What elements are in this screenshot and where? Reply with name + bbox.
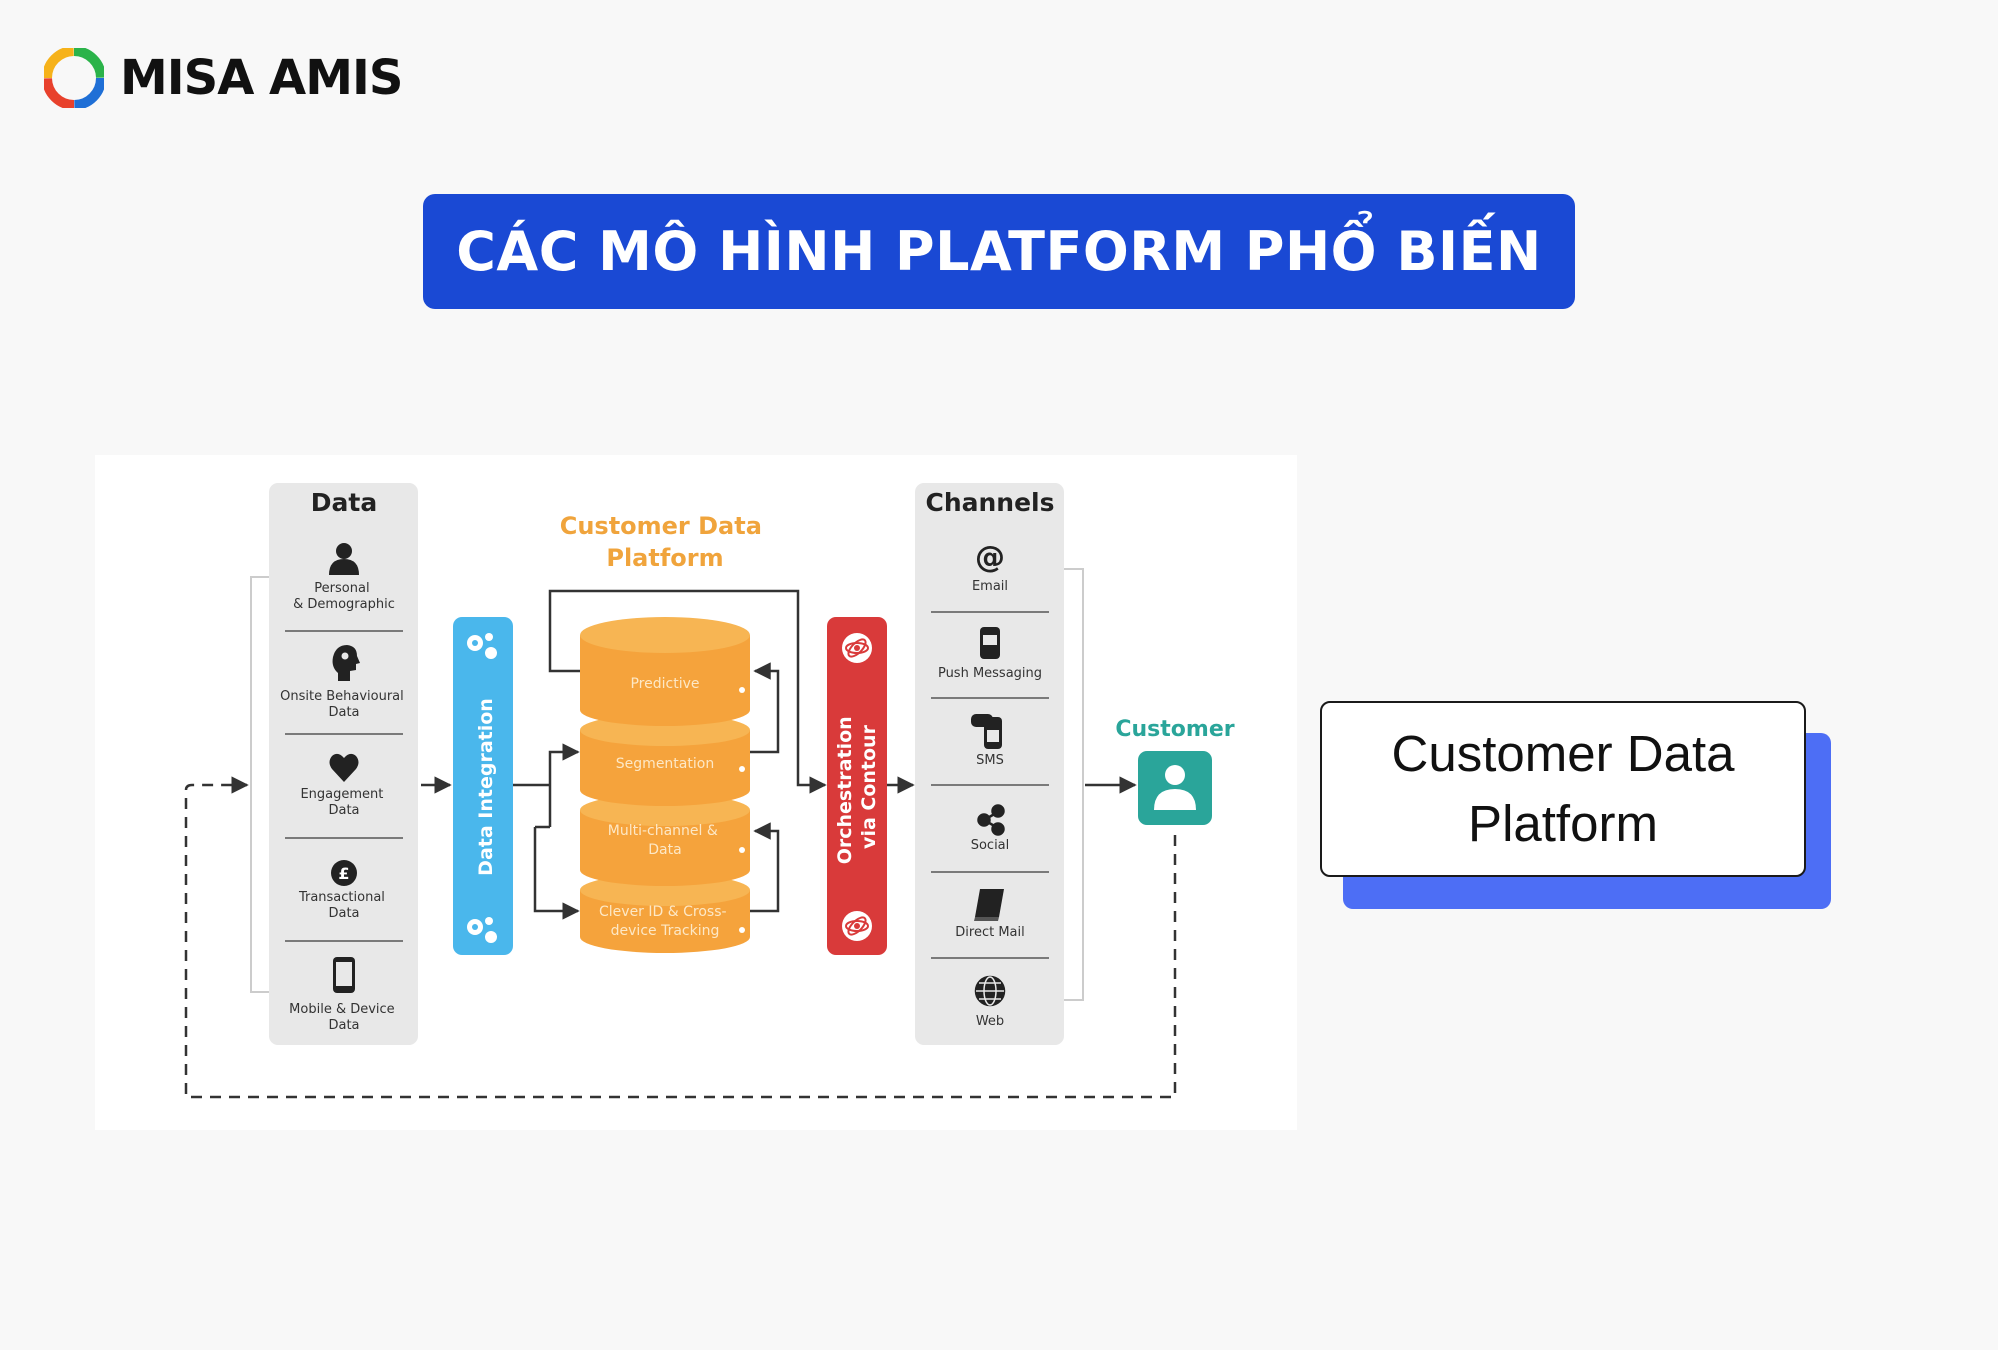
logo: MISA AMIS bbox=[44, 48, 403, 108]
phone-notification-icon bbox=[980, 627, 1000, 659]
data-integration-bar bbox=[453, 617, 513, 955]
channels-bracket bbox=[1064, 568, 1084, 1001]
arrow-feedback-predictive bbox=[750, 662, 780, 754]
arrow-to-clever-id bbox=[533, 827, 580, 920]
channels-dividers bbox=[931, 611, 1049, 959]
head-gears-icon bbox=[332, 645, 360, 681]
gears-icon bbox=[467, 633, 497, 659]
at-sign-icon: @ bbox=[975, 540, 1005, 575]
sms-phone-icon bbox=[971, 714, 1002, 749]
channels-column-bg bbox=[915, 483, 1064, 1045]
svg-text:£: £ bbox=[338, 864, 349, 883]
cdp-diagram-svg: Data Personal & Demographic Ons bbox=[184, 483, 1235, 1099]
logo-brand-text: MISA AMIS bbox=[120, 50, 403, 106]
data-item-label: Data bbox=[328, 705, 359, 720]
misa-logo-icon bbox=[44, 48, 104, 108]
layer-line: device Tracking bbox=[611, 923, 720, 939]
channel-label: Social bbox=[971, 838, 1010, 853]
share-icon bbox=[977, 804, 1005, 836]
channel-label: Push Messaging bbox=[938, 666, 1042, 681]
layer-multichannel: Multi-channel & Data bbox=[608, 823, 723, 858]
data-column-dividers bbox=[285, 630, 403, 942]
channel-label: Web bbox=[976, 1014, 1004, 1029]
orchestration-label-line: Orchestration bbox=[834, 716, 856, 864]
cdp-diagram: Data Personal & Demographic Ons bbox=[95, 455, 1297, 1130]
svg-text:Transactional Data: Transactional Data bbox=[298, 890, 389, 921]
arrow-cdp-to-orchestration bbox=[548, 589, 827, 794]
channel-sms: SMS bbox=[971, 714, 1004, 768]
channel-social: Social bbox=[971, 804, 1010, 853]
svg-text:Mobile & Device Data: Mobile & Device Data bbox=[289, 1002, 399, 1033]
channel-direct-mail: Direct Mail bbox=[955, 889, 1025, 940]
layer-predictive: Predictive bbox=[630, 676, 699, 692]
heart-icon bbox=[329, 753, 359, 782]
orchestration-label: Orchestration via Contour bbox=[834, 710, 880, 865]
globe-icon bbox=[974, 975, 1006, 1007]
cdp-card-line: Platform bbox=[1468, 795, 1658, 852]
cdp-card-text: Customer Data Platform bbox=[1383, 719, 1743, 859]
layer-line: Multi-channel & bbox=[608, 823, 718, 839]
svg-text:Engagement Data: Engagement Data bbox=[300, 787, 387, 818]
data-item-behavioural: Onsite Behavioural Data bbox=[280, 645, 408, 720]
cdp-title-line: Platform bbox=[606, 544, 723, 572]
mobile-phone-icon bbox=[333, 957, 355, 993]
data-item-label: Transactional bbox=[298, 890, 385, 905]
banner-title: CÁC MÔ HÌNH PLATFORM PHỔ BIẾN bbox=[456, 220, 1542, 283]
data-column-title: Data bbox=[311, 488, 377, 517]
data-item-personal: Personal & Demographic bbox=[293, 543, 395, 612]
channels-column-title: Channels bbox=[925, 488, 1054, 517]
data-item-label: Data bbox=[328, 803, 359, 818]
person-icon bbox=[329, 543, 359, 575]
svg-text:Personal & Demographic: Personal & Demographic bbox=[293, 581, 395, 612]
arrow-feedback-multichannel bbox=[750, 822, 780, 913]
channel-push: Push Messaging bbox=[938, 627, 1042, 681]
title-banner: CÁC MÔ HÌNH PLATFORM PHỔ BIẾN bbox=[423, 194, 1575, 309]
cdp-cylinder bbox=[580, 617, 750, 953]
layer-clever-id: Clever ID & Cross- device Tracking bbox=[599, 904, 731, 939]
cdp-card: Customer Data Platform bbox=[1320, 701, 1806, 877]
customer-box bbox=[1138, 751, 1212, 825]
data-item-label: Data bbox=[328, 1018, 359, 1033]
orchestration-label-line: via Contour bbox=[858, 724, 880, 849]
pound-coin-icon: £ bbox=[331, 860, 357, 886]
data-item-mobile: Mobile & Device Data bbox=[289, 957, 399, 1033]
channel-web: Web bbox=[974, 975, 1006, 1029]
channel-label: SMS bbox=[976, 753, 1004, 768]
channel-label: Email bbox=[972, 579, 1008, 594]
gears-icon bbox=[467, 917, 497, 943]
atom-icon bbox=[842, 633, 872, 663]
layer-segmentation: Segmentation bbox=[616, 756, 714, 772]
data-item-engagement: Engagement Data bbox=[300, 753, 387, 818]
customer-label: Customer bbox=[1115, 717, 1234, 742]
data-item-label: Mobile & Device bbox=[289, 1002, 395, 1017]
layer-line: Data bbox=[648, 842, 681, 858]
channel-label: Direct Mail bbox=[955, 925, 1024, 940]
customer-person-icon bbox=[1154, 765, 1196, 810]
orchestration-bar bbox=[827, 617, 887, 955]
notebook-icon bbox=[974, 889, 1004, 921]
cdp-card-line: Customer Data bbox=[1391, 725, 1735, 782]
arrow-to-segmentation bbox=[548, 743, 580, 827]
data-item-label: Personal bbox=[314, 581, 369, 596]
cdp-title: Customer Data Platform bbox=[560, 512, 771, 572]
data-integration-label: Data Integration bbox=[475, 698, 497, 876]
data-bracket bbox=[250, 576, 269, 993]
data-item-label: Data bbox=[328, 906, 359, 921]
atom-icon bbox=[842, 911, 872, 941]
data-item-transactional: £ Transactional Data bbox=[298, 860, 389, 921]
data-item-label: Onsite Behavioural bbox=[280, 689, 404, 704]
data-item-label: & Demographic bbox=[293, 597, 395, 612]
layer-line: Clever ID & Cross- bbox=[599, 904, 727, 920]
channel-email: @ Email bbox=[972, 540, 1008, 594]
feedback-dashed-line bbox=[184, 776, 1177, 1099]
cdp-title-line: Customer Data bbox=[560, 512, 762, 540]
svg-text:Onsite Behavioural Dat: Onsite Behavioural Data bbox=[280, 689, 408, 720]
data-item-label: Engagement bbox=[300, 787, 383, 802]
